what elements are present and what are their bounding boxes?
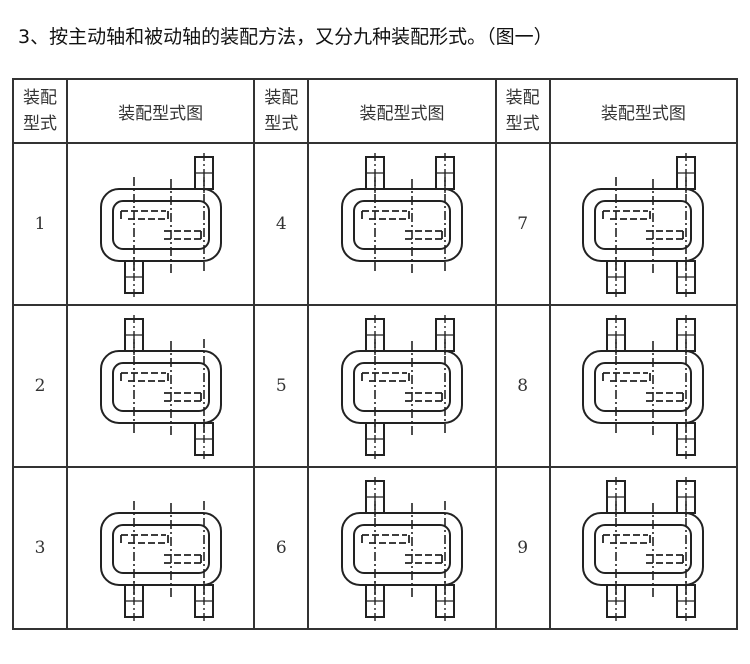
assembly-diagram: [548, 466, 739, 630]
reducer-drawing: [340, 153, 463, 273]
header-form-l2: 型式: [264, 114, 299, 134]
gear-edge: [602, 211, 685, 239]
form-number: 8: [494, 304, 551, 468]
reducer-drawing: [99, 315, 222, 459]
housing-outer: [340, 188, 463, 262]
gear-edge: [361, 535, 443, 563]
reducer-drawing: [582, 477, 705, 621]
table-row: 3 6 9: [12, 466, 739, 630]
form-number: 2: [12, 304, 68, 468]
housing-outer: [340, 512, 463, 586]
form-number: 3: [12, 466, 68, 630]
housing-inner: [594, 200, 693, 250]
assembly-diagram: [307, 304, 497, 468]
assembly-diagram: [548, 304, 739, 468]
reducer-drawing: [582, 315, 705, 459]
gear-edge: [602, 535, 685, 563]
header-figure: 装配型式图: [307, 78, 497, 144]
header-form: 装配型式: [494, 78, 551, 144]
header-form-l1: 装配: [505, 88, 540, 108]
form-number: 6: [253, 466, 310, 630]
caption: 3、按主动轴和被动轴的装配方法，又分九种装配形式。（图一）: [18, 26, 553, 48]
gear-edge: [361, 373, 443, 401]
header-form-l1: 装配: [23, 88, 57, 108]
assembly-diagram: [307, 142, 497, 306]
reducer-drawing: [99, 501, 222, 621]
table-row: 2 5 8: [12, 304, 739, 468]
housing-inner: [352, 362, 451, 412]
form-number: 7: [494, 142, 551, 306]
gear-edge: [119, 535, 202, 563]
assembly-forms-table: 装配型式 装配型式图 装配型式 装配型式图 装配型式 装配型式图 1 4 7 2…: [12, 78, 739, 630]
housing-inner: [352, 524, 451, 574]
housing-outer: [99, 188, 222, 262]
assembly-diagram: [65, 304, 256, 468]
housing-inner: [111, 200, 210, 250]
reducer-drawing: [340, 477, 463, 621]
form-number: 1: [12, 142, 68, 306]
housing-outer: [99, 512, 222, 586]
reducer-drawing: [582, 153, 705, 297]
table-row: 1 4 7: [12, 142, 739, 306]
housing-outer: [582, 512, 705, 586]
header-form-l1: 装配: [264, 88, 299, 108]
header-form-l2: 型式: [23, 114, 57, 134]
gear-edge: [361, 211, 443, 239]
housing-inner: [111, 524, 210, 574]
assembly-diagram: [548, 142, 739, 306]
housing-inner: [594, 524, 693, 574]
gear-edge: [119, 373, 202, 401]
housing-inner: [111, 362, 210, 412]
housing-outer: [340, 350, 463, 424]
header-form: 装配型式: [12, 78, 68, 144]
header-row: 装配型式 装配型式图 装配型式 装配型式图 装配型式 装配型式图: [12, 78, 739, 144]
housing-outer: [582, 350, 705, 424]
header-figure: 装配型式图: [548, 78, 739, 144]
header-form: 装配型式: [253, 78, 310, 144]
gear-edge: [119, 211, 202, 239]
form-number: 4: [253, 142, 310, 306]
gear-edge: [602, 373, 685, 401]
form-number: 9: [494, 466, 551, 630]
assembly-diagram: [65, 142, 256, 306]
assembly-diagram: [307, 466, 497, 630]
header-form-l2: 型式: [505, 114, 540, 134]
form-number: 5: [253, 304, 310, 468]
reducer-drawing: [99, 153, 222, 297]
housing-inner: [352, 200, 451, 250]
header-figure: 装配型式图: [65, 78, 256, 144]
housing-outer: [582, 188, 705, 262]
reducer-drawing: [340, 315, 463, 459]
assembly-diagram: [65, 466, 256, 630]
housing-outer: [99, 350, 222, 424]
housing-inner: [594, 362, 693, 412]
